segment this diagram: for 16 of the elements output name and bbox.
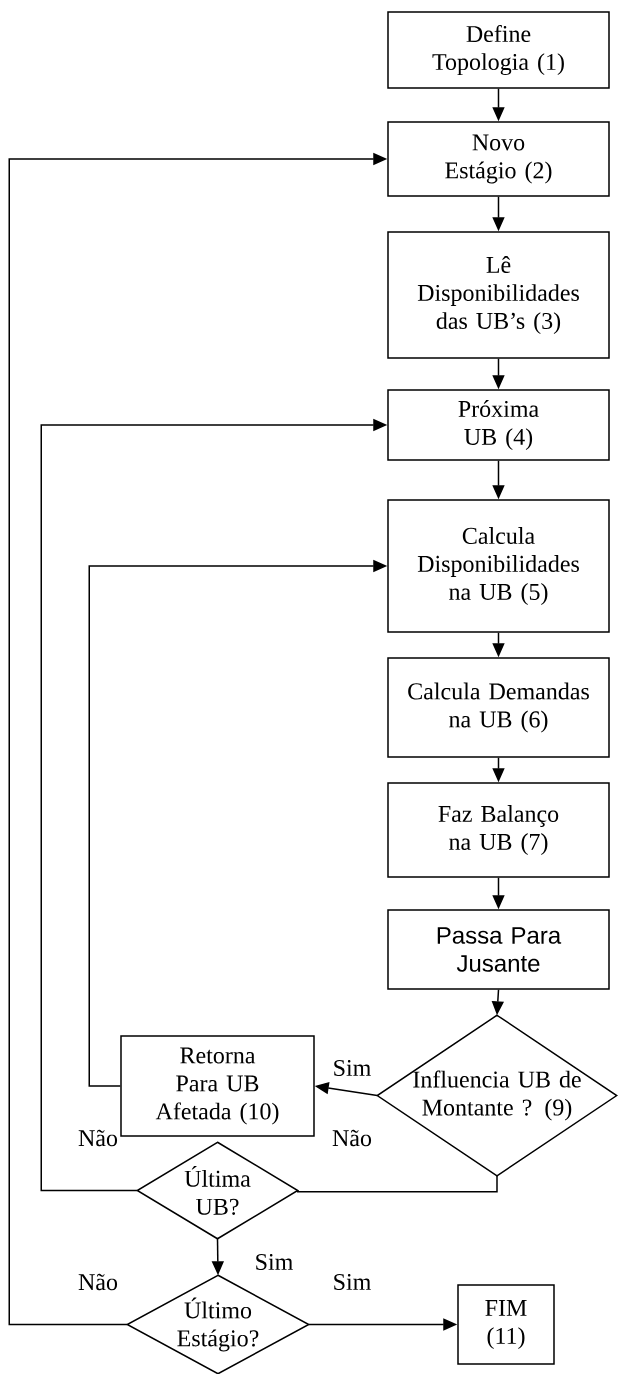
edge-label: Não	[76, 1127, 120, 1149]
edge-label: Sim	[330, 1057, 374, 1079]
edge-label: Não	[76, 1271, 120, 1293]
process-box: Lê Disponibilidades das UB’s (3)	[387, 231, 610, 359]
process-box: Retorna Para UB Afetada (10)	[120, 1035, 315, 1137]
process-box: Passa Para Jusante	[387, 909, 610, 990]
process-box: Calcula Disponibilidades na UB (5)	[387, 499, 610, 633]
process-box: Novo Estágio (2)	[387, 121, 610, 197]
process-box: FIM (11)	[457, 1284, 555, 1365]
process-box: Calcula Demandas na UB (6)	[387, 657, 610, 758]
process-box: Próxima UB (4)	[387, 389, 610, 461]
process-box: Faz Balanço na UB (7)	[387, 782, 610, 878]
edge-label: Sim	[252, 1251, 296, 1273]
edge-label: Não	[330, 1127, 374, 1149]
edge-label: Sim	[330, 1271, 374, 1293]
process-box: Define Topologia (1)	[387, 11, 610, 89]
